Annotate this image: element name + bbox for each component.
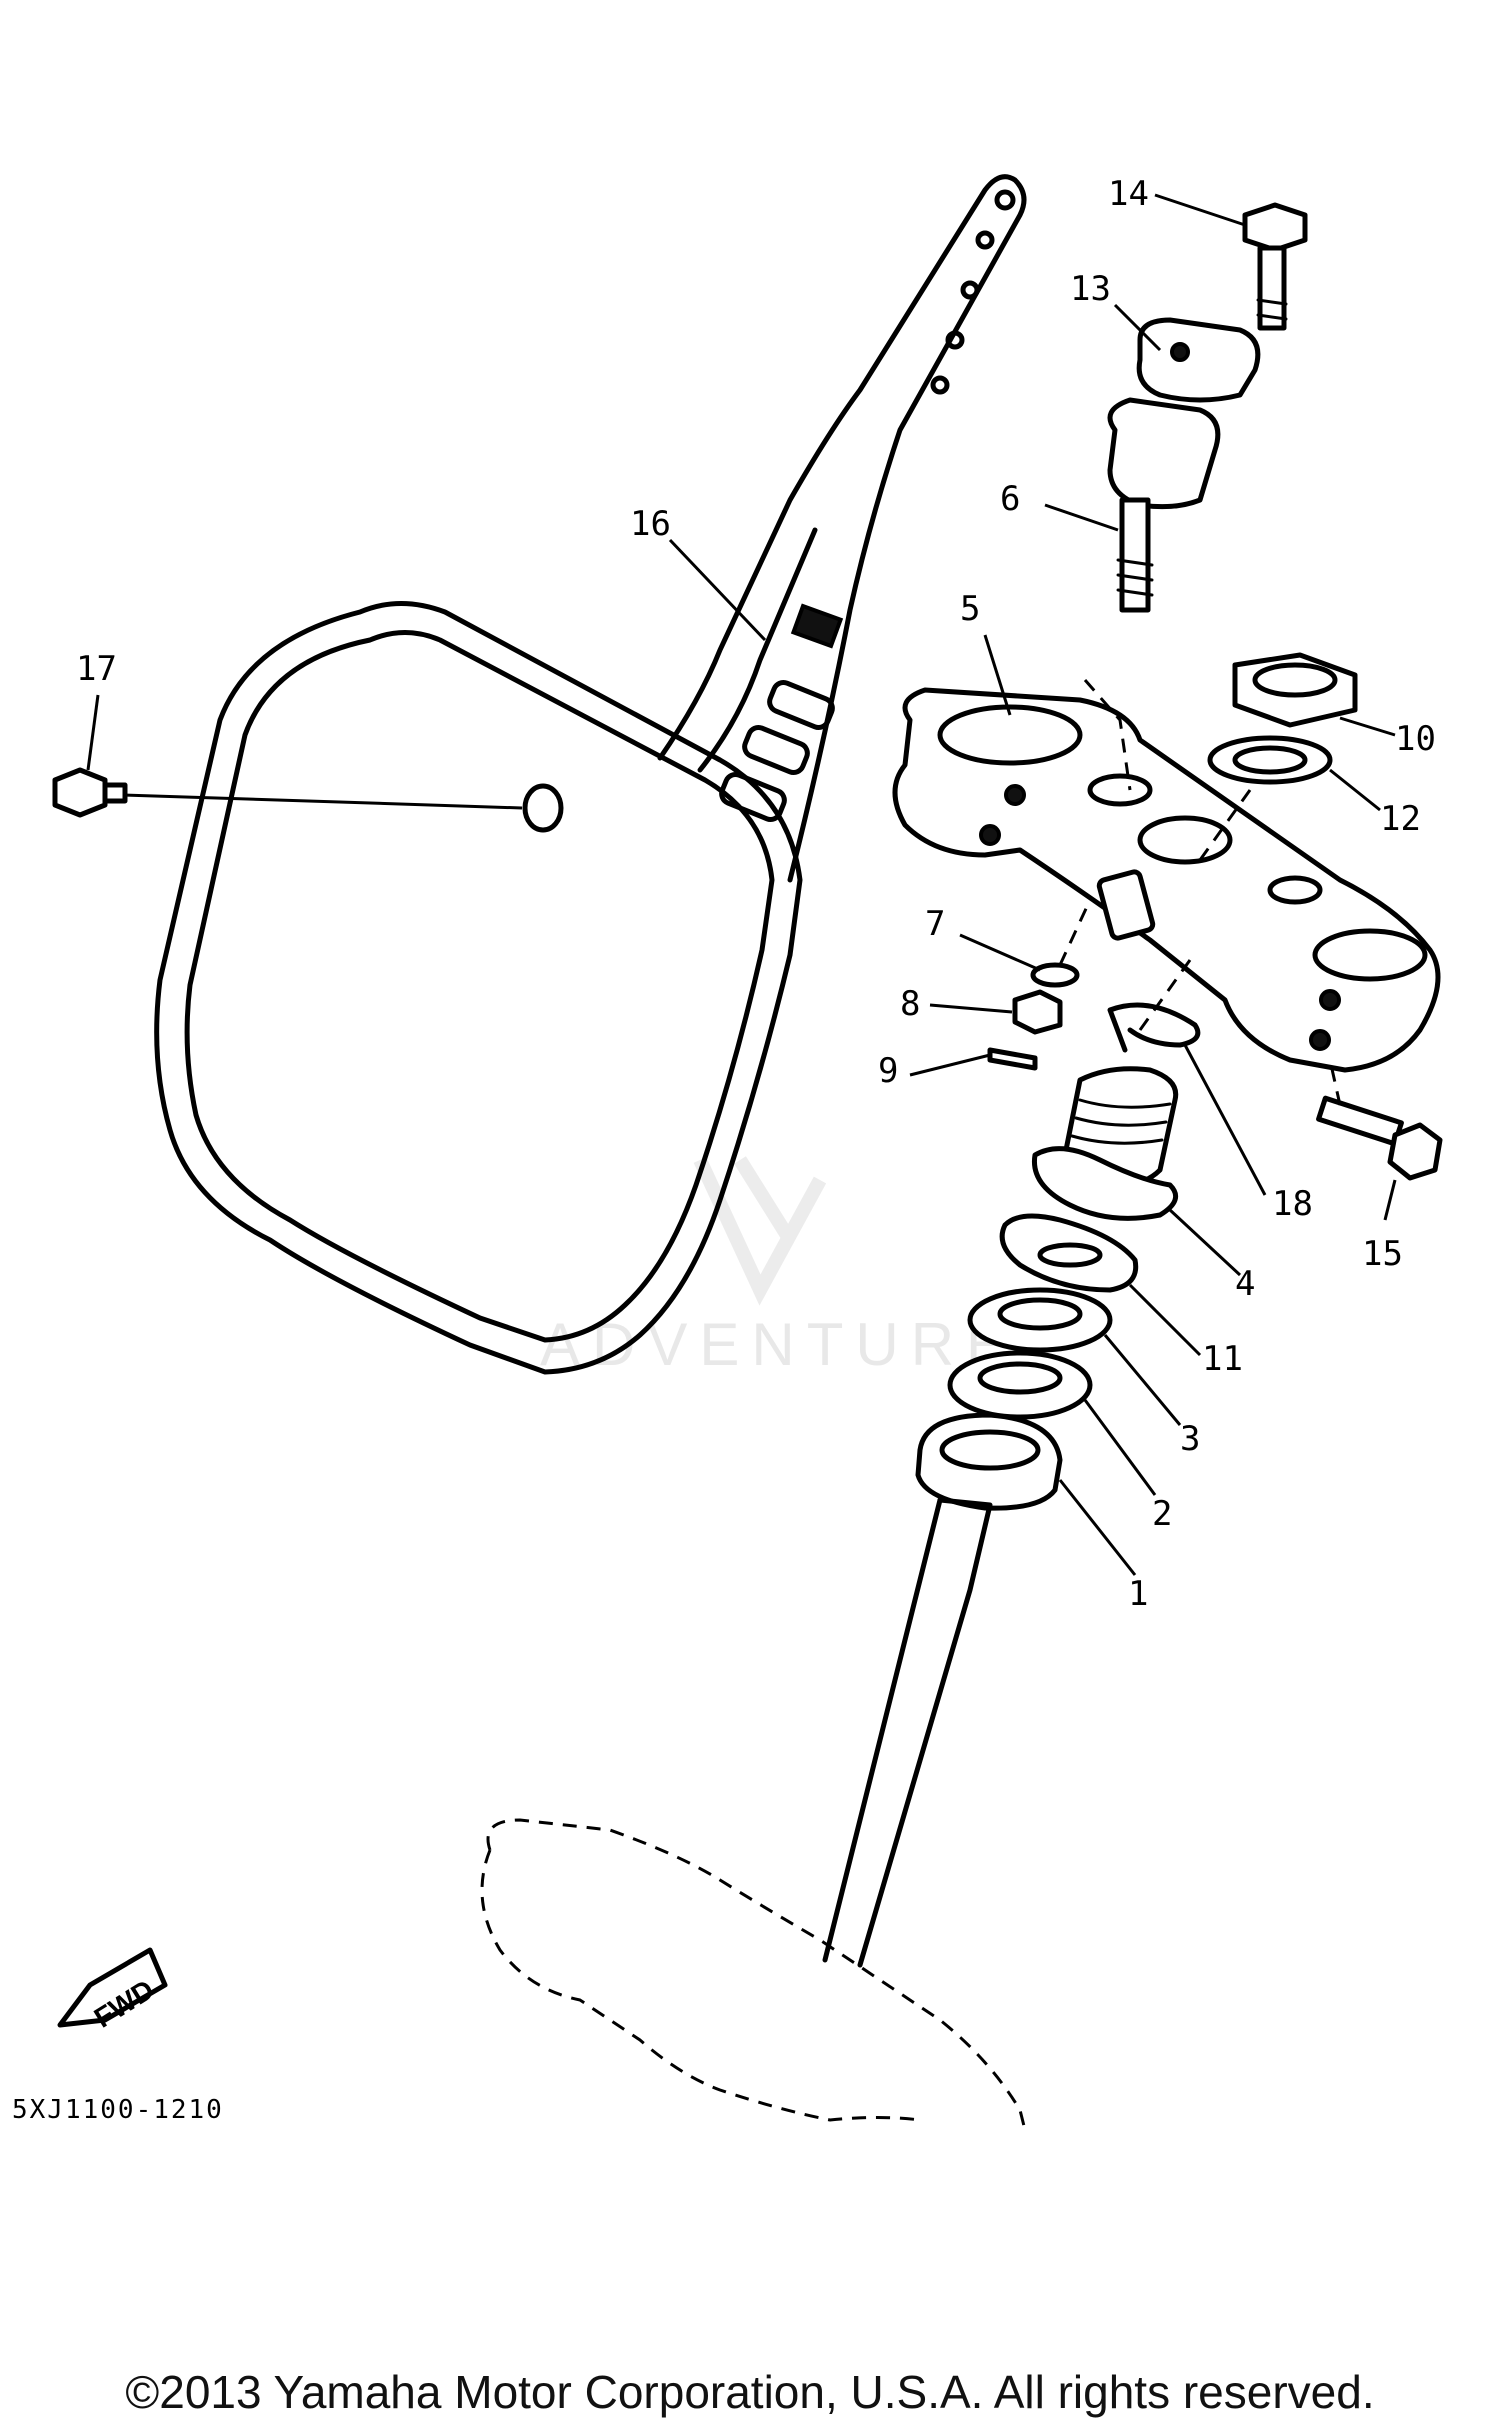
callout-4: 4: [1235, 1264, 1255, 1304]
nut-8: [1012, 989, 1063, 1035]
fwd-arrow: FWD: [57, 1947, 168, 2034]
callout-1: 1: [1128, 1574, 1148, 1614]
callout-3: 3: [1180, 1419, 1200, 1459]
callout-16: 16: [630, 504, 671, 544]
callout-14: 14: [1108, 174, 1149, 214]
copyright-notice: ©2013 Yamaha Motor Corporation, U.S.A. A…: [125, 2366, 1375, 2418]
number-plate: [154, 174, 1027, 1375]
callout-17: 17: [76, 649, 117, 689]
steering-stem: [480, 1497, 1027, 2131]
upper-bracket: [892, 687, 1441, 1073]
callout-5: 5: [960, 589, 980, 629]
washer-12: [1207, 735, 1333, 785]
callout-2: 2: [1152, 1494, 1172, 1534]
ring-nut: [1031, 1066, 1179, 1221]
callout-13: 13: [1070, 269, 1111, 309]
callout-11: 11: [1202, 1339, 1243, 1379]
watermark: ADVENTURE: [540, 1156, 1018, 1378]
callout-8: 8: [900, 984, 920, 1024]
callout-18: 18: [1272, 1184, 1313, 1224]
callout-6: 6: [1000, 479, 1020, 519]
watermark-text: ADVENTURE: [540, 1311, 1018, 1378]
callout-7: 7: [925, 904, 945, 944]
callout-10: 10: [1395, 719, 1436, 759]
part-code: 5XJ1100-1210: [12, 2095, 224, 2125]
callout-15: 15: [1362, 1234, 1403, 1274]
callout-9: 9: [878, 1051, 898, 1091]
bearing-race-3: [967, 1287, 1113, 1353]
dust-seal: [915, 1412, 1063, 1511]
cable-holder: [1107, 1002, 1201, 1053]
bolt-15: [1316, 1095, 1443, 1181]
leader-lines: [86, 193, 1397, 1576]
bearing-2: [947, 1350, 1093, 1420]
callout-12: 12: [1380, 799, 1421, 839]
lock-nut: [999, 1213, 1139, 1293]
bolt-14: [1242, 202, 1308, 331]
bolt-17: [52, 767, 523, 818]
crown-nut: [1232, 652, 1358, 728]
steering-stem-bolt: [1107, 397, 1221, 613]
handlebar-clamp: [1136, 317, 1261, 403]
screw-9: [987, 1047, 1038, 1071]
callout-labels: 1 2 3 4 5 6 7 8 9 10 11 12 13 14 15 16 1…: [76, 174, 1436, 1614]
washer-7: [1030, 962, 1080, 988]
